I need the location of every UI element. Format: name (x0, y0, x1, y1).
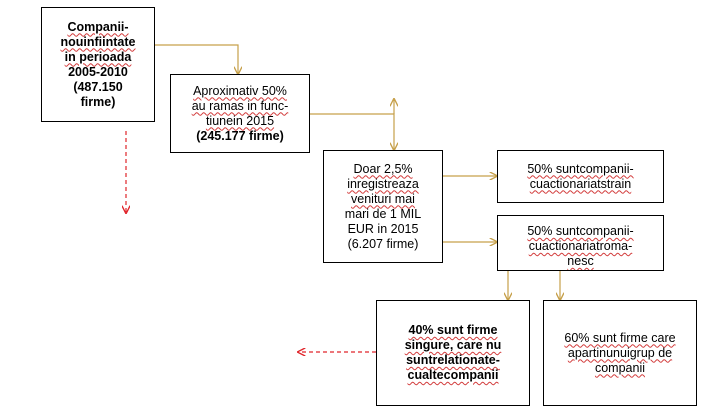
box-actionariat-strain-line-1: 50% suntcompanii- (527, 161, 634, 176)
box-aproximativ-50-line-1: Aproximativ 50% (193, 83, 287, 98)
box-grup-companii-line-2: apartinunuigrup de (567, 345, 673, 360)
box-companii-noi-line-1: Companii- (67, 19, 129, 34)
box-firme-singure-line-1: 40% sunt firme (408, 323, 498, 337)
box-actionariat-romanesc-line-1: 50% suntcompanii- (527, 224, 634, 238)
box-doar-2-5-line-4: mari de 1 MIL (344, 206, 422, 221)
box-actionariat-strain-line-2: cuactionariatstrain (529, 176, 632, 191)
box-aproximativ-50-line-4: (245.177 firme) (196, 128, 284, 143)
box-firme-singure-line-4: cualtecompanii (407, 368, 499, 382)
box-aproximativ-50-line-3: tiunein 2015 (205, 113, 275, 128)
box-companii-noi: Companii- nouinfiintate in perioada 2005… (41, 7, 155, 122)
box-doar-2-5-line-5: EUR in 2015 (347, 221, 419, 236)
connector-b2-b3 (310, 113, 394, 150)
box-doar-2-5-line-3: venituri mai (351, 191, 415, 206)
box-actionariat-romanesc-line-2: cuactionariatroma- (528, 239, 633, 253)
box-actionariat-romanesc-line-3: nesc (567, 254, 594, 268)
box-companii-noi-line-2: nouinfiintate (60, 34, 136, 49)
box-grup-companii-line-1: 60% sunt firme care (564, 330, 676, 345)
box-actionariat-romanesc: 50% suntcompanii- cuactionariatroma- nes… (497, 215, 664, 271)
connector-b1-b2 (155, 44, 238, 74)
box-firme-singure: 40% sunt firme singure, care nu suntrela… (376, 300, 530, 406)
box-doar-2-5: Doar 2,5% inregistreaza venituri mai mar… (323, 150, 443, 263)
box-firme-singure-line-3: suntrelationate- (406, 353, 500, 367)
box-doar-2-5-line-2: inregistreaza (347, 176, 419, 191)
box-grup-companii-line-3: companii (594, 360, 646, 375)
box-grup-companii: 60% sunt firme care apartinunuigrup de c… (543, 300, 697, 406)
box-companii-noi-line-6: firme) (80, 94, 116, 109)
box-actionariat-strain: 50% suntcompanii- cuactionariatstrain (497, 150, 664, 203)
box-companii-noi-line-4: 2005-2010 (68, 64, 128, 79)
box-companii-noi-line-3: in perioada (64, 49, 132, 64)
box-firme-singure-line-2: singure, care nu (404, 338, 502, 352)
box-aproximativ-50-line-2: au ramas in func- (191, 98, 289, 113)
box-companii-noi-line-5: (487.150 (73, 79, 123, 94)
box-aproximativ-50: Aproximativ 50% au ramas in func- tiunei… (170, 74, 310, 153)
box-doar-2-5-line-6: (6.207 firme) (347, 236, 419, 251)
box-doar-2-5-line-1: Doar 2,5% (353, 161, 413, 176)
